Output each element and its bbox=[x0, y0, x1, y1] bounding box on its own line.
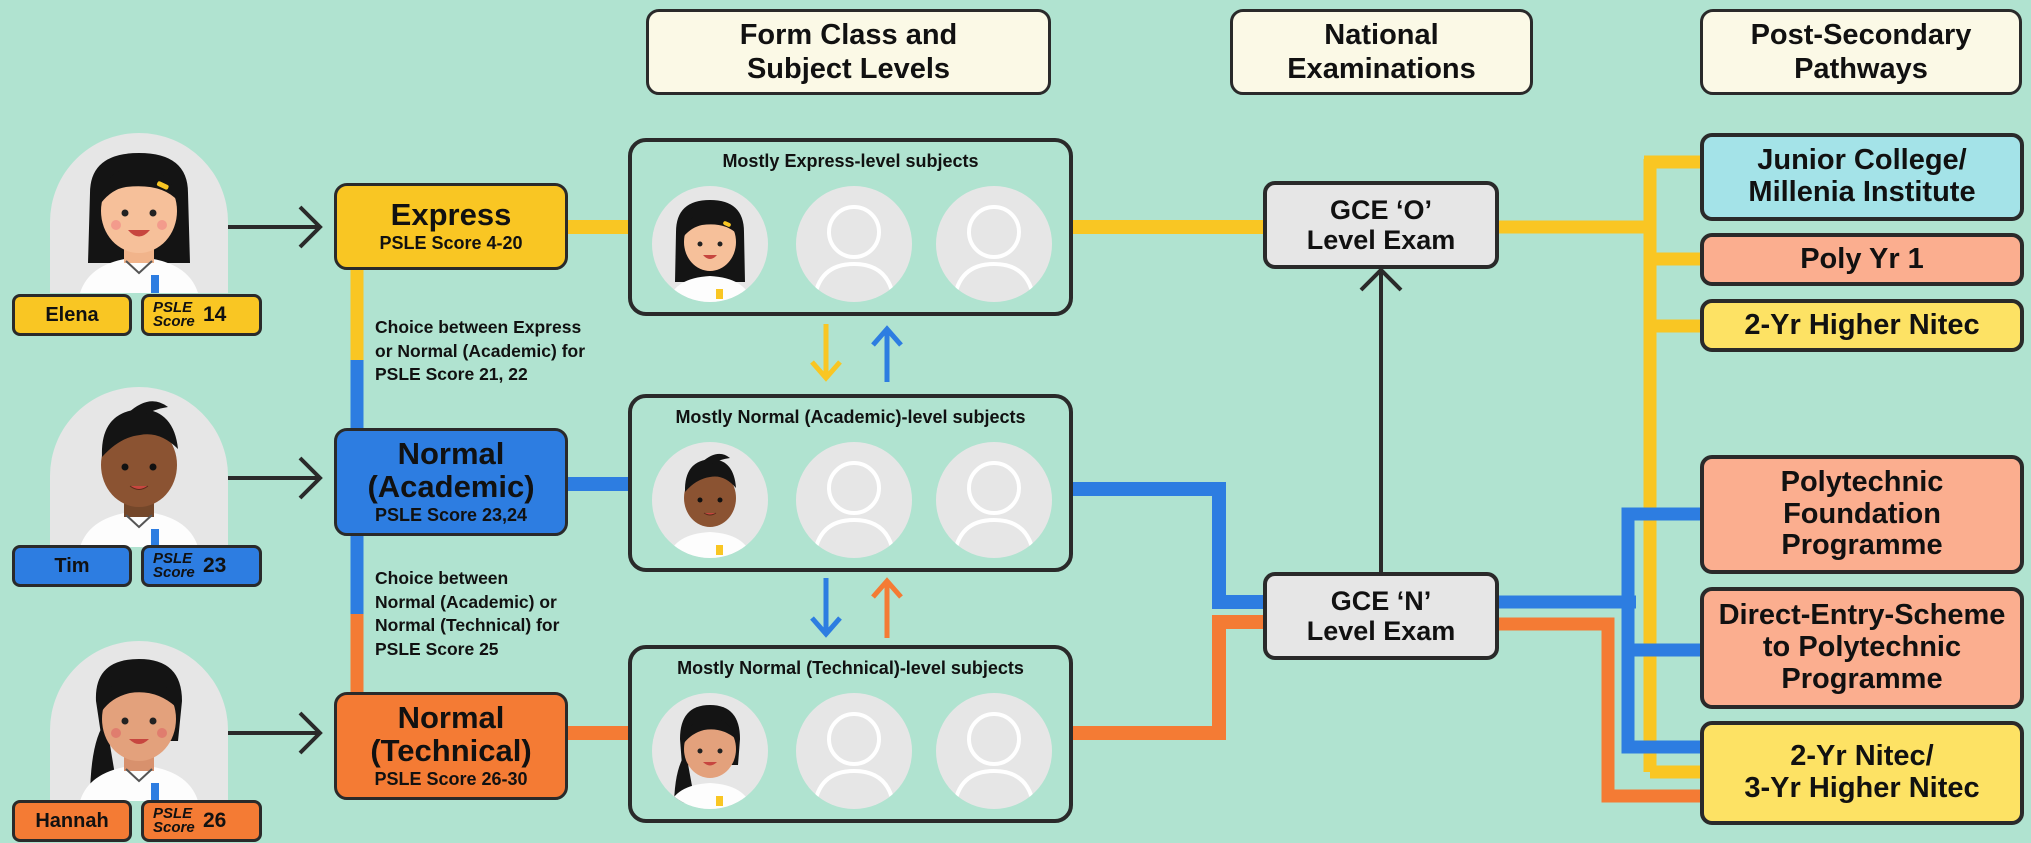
classmate-placeholder-avatar bbox=[796, 186, 912, 302]
pathway-higher-nitec: 2-Yr Higher Nitec bbox=[1700, 299, 2024, 352]
classmate-placeholder-avatar bbox=[936, 442, 1052, 558]
psle-score-label: PSLE Score bbox=[153, 549, 195, 581]
classmate-hannah-avatar bbox=[652, 693, 768, 809]
n-to-o-arrow bbox=[1359, 267, 1403, 572]
avatar-elena bbox=[50, 133, 228, 293]
psle-score-value: 23 bbox=[203, 554, 227, 577]
student-name-tim: Tim bbox=[12, 545, 132, 587]
class-title: Mostly Express-level subjects bbox=[722, 151, 979, 171]
psle-score-label: PSLE Score bbox=[153, 804, 195, 836]
student-score-chip-elena: PSLE Score 14 bbox=[141, 294, 262, 336]
student-name-hannah: Hannah bbox=[12, 800, 132, 842]
classmate-placeholder-avatar bbox=[796, 693, 912, 809]
academic-class-to-n bbox=[1071, 482, 1265, 609]
classmate-placeholder-avatar bbox=[936, 186, 1052, 302]
pathway-junior-college: Junior College/ Millenia Institute bbox=[1700, 133, 2024, 221]
header-national-exams: National Examinations bbox=[1230, 9, 1533, 95]
exam-gce-o-level: GCE ‘O’ Level Exam bbox=[1263, 181, 1499, 269]
psle-score-value: 26 bbox=[203, 809, 227, 832]
psle-score-label: PSLE Score bbox=[153, 298, 195, 330]
classmate-placeholder-avatar bbox=[796, 442, 912, 558]
student-arrows bbox=[226, 205, 323, 755]
pathway-polytechnic-foundation: Polytechnic Foundation Programme bbox=[1700, 455, 2024, 574]
avatar-tim bbox=[50, 387, 228, 547]
header-form-class: Form Class and Subject Levels bbox=[646, 9, 1051, 95]
choice-note-express-academic: Choice between Express or Normal (Academ… bbox=[375, 317, 586, 385]
choice-note-academic-technical: Choice between Normal (Academic) or Norm… bbox=[375, 568, 560, 659]
stream-name: Normal (Technical) bbox=[370, 700, 532, 768]
n-level-orange-route bbox=[1497, 617, 1702, 803]
pathway-direct-entry-scheme: Direct-Entry-Scheme to Polytechnic Progr… bbox=[1700, 587, 2024, 709]
class-express: Mostly Express-level subjects bbox=[628, 138, 1073, 316]
psle-score-value: 14 bbox=[203, 303, 227, 326]
stream-score-range: PSLE Score 26-30 bbox=[374, 768, 528, 789]
student-name-elena: Elena bbox=[12, 294, 132, 336]
avatar-hannah bbox=[50, 641, 228, 801]
class-normal-technical: Mostly Normal (Technical)-level subjects bbox=[628, 645, 1073, 823]
class-title: Mostly Normal (Technical)-level subjects bbox=[677, 658, 1024, 678]
stream-name: Express bbox=[390, 196, 512, 232]
classmate-elena-avatar bbox=[652, 186, 768, 302]
class-normal-academic: Mostly Normal (Academic)-level subjects bbox=[628, 394, 1073, 572]
technical-class-to-n bbox=[1071, 615, 1265, 740]
pathway-poly-yr-1: Poly Yr 1 bbox=[1700, 233, 2024, 286]
class-title: Mostly Normal (Academic)-level subjects bbox=[675, 407, 1026, 427]
classmate-placeholder-avatar bbox=[936, 693, 1052, 809]
stream-normal-academic: Normal (Academic) PSLE Score 23,24 bbox=[334, 428, 568, 536]
stream-normal-technical: Normal (Technical) PSLE Score 26-30 bbox=[334, 692, 568, 800]
header-post-secondary: Post-Secondary Pathways bbox=[1700, 9, 2022, 95]
o-level-routes bbox=[1497, 155, 1702, 779]
stream-express: Express PSLE Score 4-20 bbox=[334, 183, 568, 270]
stream-score-range: PSLE Score 4-20 bbox=[379, 233, 523, 254]
student-score-chip-hannah: PSLE Score 26 bbox=[141, 800, 262, 842]
stream-score-range: PSLE Score 23,24 bbox=[374, 504, 528, 525]
stream-name: Normal (Academic) bbox=[367, 436, 535, 504]
pathway-nitec: 2-Yr Nitec/ 3-Yr Higher Nitec bbox=[1700, 721, 2024, 825]
student-score-chip-tim: PSLE Score 23 bbox=[141, 545, 262, 587]
classmate-tim-avatar bbox=[652, 442, 768, 558]
n-level-blue-routes bbox=[1497, 507, 1702, 754]
exam-gce-n-level: GCE ‘N’ Level Exam bbox=[1263, 572, 1499, 660]
